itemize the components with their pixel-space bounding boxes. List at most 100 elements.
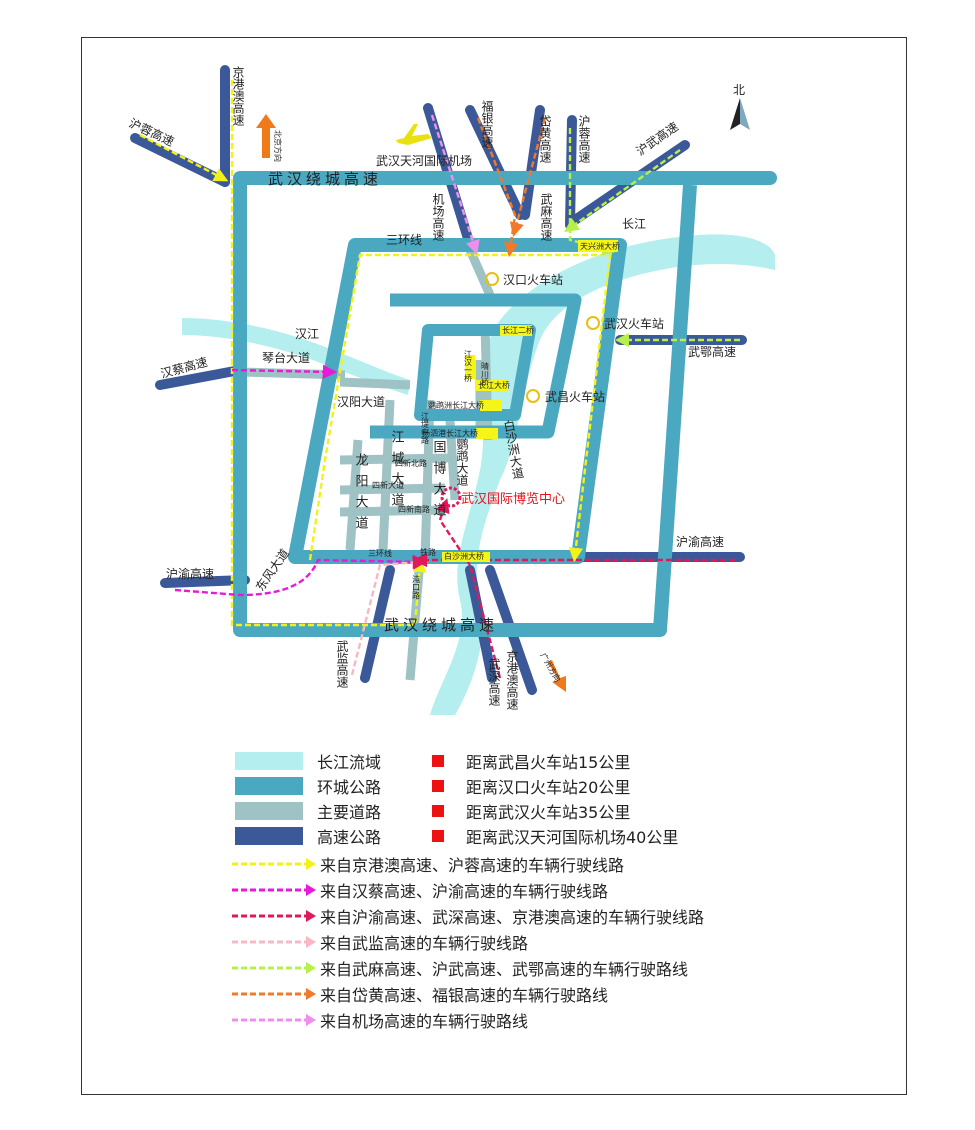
road-sanhuan: 三环线	[386, 233, 422, 247]
legend-route-label: 来自沪渝高速、武深高速、京港澳高速的车辆行驶线路	[320, 908, 705, 927]
guangzhou-direction: 广州方向	[538, 651, 563, 684]
road-sancheng: 三环线	[368, 548, 392, 558]
direction-arrows	[256, 114, 566, 692]
legend-route-4: 来自武麻高速、沪武高速、武鄂高速的车辆行驶路线	[230, 957, 688, 979]
map-frame	[81, 37, 907, 1095]
wuhan-station-label: 武汉火车站	[604, 316, 664, 331]
red-square-icon	[432, 780, 444, 792]
dashed-arrow-icon	[232, 910, 316, 922]
road-wuma: 武麻高速	[539, 193, 553, 241]
road-ring-bottom: 武汉绕城高速	[384, 616, 498, 634]
road-qintai: 琴台大道	[262, 350, 310, 365]
legend-route-label: 来自京港澳高速、沪蓉高速的车辆行驶线路	[320, 856, 625, 875]
station-icons	[485, 272, 600, 403]
legend-distance-label: 距离汉口火车站20公里	[466, 778, 631, 797]
legend-distance-2: 距离武汉火车站35公里	[432, 800, 630, 822]
bridge-yangsigang: 杨泗港长江大桥	[422, 428, 478, 438]
legend-area-label: 主要道路	[317, 803, 382, 822]
legend-swatch	[235, 752, 303, 770]
route-map: 天兴洲大桥 长江二桥 长江大桥 鹦鹉洲长江大桥 杨泗港长江大桥 白沙洲大桥 北 …	[127, 65, 777, 715]
legend-route-6: 来自机场高速的车辆行驶路线	[230, 1009, 528, 1031]
road-jiangcheng: 江城大道	[389, 430, 405, 514]
expo-marker-icon	[440, 486, 462, 508]
legend-route-5: 来自岱黄高速、福银高速的车辆行驶路线	[230, 983, 608, 1005]
road-wujian: 武监高速	[335, 640, 349, 688]
legend-route-label: 来自汉蔡高速、沪渝高速的车辆行驶线路	[320, 882, 609, 901]
road-jiangdi: 江堤中路	[421, 412, 430, 444]
legend-area-label: 高速公路	[317, 828, 382, 847]
dashed-arrow-icon	[232, 858, 316, 870]
legend-swatch	[235, 827, 303, 845]
compass-north: 北	[733, 83, 745, 97]
legend-distance-1: 距离汉口火车站20公里	[432, 775, 630, 797]
dashed-arrow-icon	[232, 936, 316, 948]
river-changjiang: 长江	[622, 217, 646, 231]
legend-swatch	[235, 777, 303, 795]
expo-center-label: 武汉国际博览中心	[461, 491, 565, 507]
legend-distance-0: 距离武昌火车站15公里	[432, 750, 630, 772]
road-longyang: 龙阳大道	[353, 453, 369, 537]
road-ring-top: 武汉绕城高速	[268, 170, 382, 188]
legend-distance-label: 距离武汉天河国际机场40公里	[466, 828, 679, 847]
road-hanyang: 汉阳大道	[337, 395, 385, 409]
wuchang-station-label: 武昌火车站	[545, 389, 605, 404]
legend-distance-label: 距离武昌火车站15公里	[466, 753, 631, 772]
road-wuer: 武鄂高速	[688, 344, 736, 359]
road-hurong-top: 沪蓉高速	[577, 115, 591, 163]
red-square-icon	[432, 830, 444, 842]
road-jingangao-bottom: 京港澳高速	[505, 650, 519, 710]
river-hanjiang: 汉江	[295, 327, 319, 341]
legend-distance-3: 距离武汉天河国际机场40公里	[432, 825, 678, 847]
legend-area-label: 环城公路	[317, 778, 382, 797]
legend-area-0: 长江流域	[235, 750, 381, 772]
dashed-arrow-icon	[232, 962, 316, 974]
airport-label: 武汉天河国际机场	[376, 154, 472, 168]
road-dongfeng: 东风大道	[253, 546, 292, 593]
road-sixin-south: 四新南路	[398, 504, 430, 514]
red-square-icon	[432, 755, 444, 767]
legend-swatch	[235, 802, 303, 820]
airplane-icon	[396, 124, 432, 145]
road-sixin-mid: 四新大道	[372, 480, 404, 490]
dashed-arrow-icon	[232, 1014, 316, 1026]
legend-area-3: 高速公路	[235, 825, 381, 847]
bridge-changjiang2: 长江二桥	[502, 325, 534, 335]
road-yingwu: 鹦鹉大道	[455, 438, 469, 486]
red-square-icon	[432, 805, 444, 817]
dashed-arrow-icon	[232, 884, 316, 896]
bridge-jianghan1: 江汉一桥	[464, 350, 473, 383]
legend-route-label: 来自岱黄高速、福银高速的车辆行驶路线	[320, 986, 609, 1005]
bridge-qingchuan: 晴川桥	[481, 361, 490, 387]
legend-route-label: 来自机场高速的车辆行驶路线	[320, 1012, 529, 1031]
compass-icon	[730, 98, 750, 130]
road-fuyin: 福银高速	[480, 99, 494, 148]
road-guobo: 国博大道	[431, 440, 447, 524]
bridge-changjiang: 长江大桥	[478, 380, 510, 390]
legend-route-2: 来自沪渝高速、武深高速、京港澳高速的车辆行驶线路	[230, 905, 704, 927]
bridge-baishazhou: 白沙洲大桥	[444, 551, 484, 561]
bridge-yingwuzhou: 鹦鹉洲长江大桥	[428, 400, 484, 410]
legend-area-1: 环城公路	[235, 775, 381, 797]
legend-route-1: 来自汉蔡高速、沪渝高速的车辆行驶线路	[230, 879, 608, 901]
road-sixin-north: 四新北路	[395, 458, 427, 468]
road-zhuankou: 沌口路	[412, 574, 421, 599]
road-huyu-right: 沪渝高速	[676, 534, 724, 549]
legend-route-label: 来自武监高速的车辆行驶线路	[320, 934, 529, 953]
beijing-direction: 北京方向	[273, 130, 283, 162]
road-tielu: 铁路	[420, 547, 436, 557]
road-wushen: 武深高速	[487, 658, 501, 706]
hankou-station-label: 汉口火车站	[503, 272, 563, 287]
road-jingangao-top: 京港澳高速	[231, 66, 245, 126]
legend-area-2: 主要道路	[235, 800, 381, 822]
bridge-tianxingzhou: 天兴洲大桥	[580, 241, 620, 251]
road-airport-express: 机场高速	[431, 193, 445, 241]
legend-area-label: 长江流域	[317, 753, 382, 772]
legend-route-3: 来自武监高速的车辆行驶线路	[230, 931, 528, 953]
legend-distance-label: 距离武汉火车站35公里	[466, 803, 631, 822]
bridge-labels: 天兴洲大桥 长江二桥 长江大桥 鹦鹉洲长江大桥 杨泗港长江大桥 白沙洲大桥	[422, 240, 620, 562]
legend-route-label: 来自武麻高速、沪武高速、武鄂高速的车辆行驶路线	[320, 960, 689, 979]
dashed-arrow-icon	[232, 988, 316, 1000]
road-daihuang: 岱黄高速	[538, 115, 552, 163]
legend-route-0: 来自京港澳高速、沪蓉高速的车辆行驶线路	[230, 853, 624, 875]
road-huyu-left: 沪渝高速	[166, 566, 214, 581]
